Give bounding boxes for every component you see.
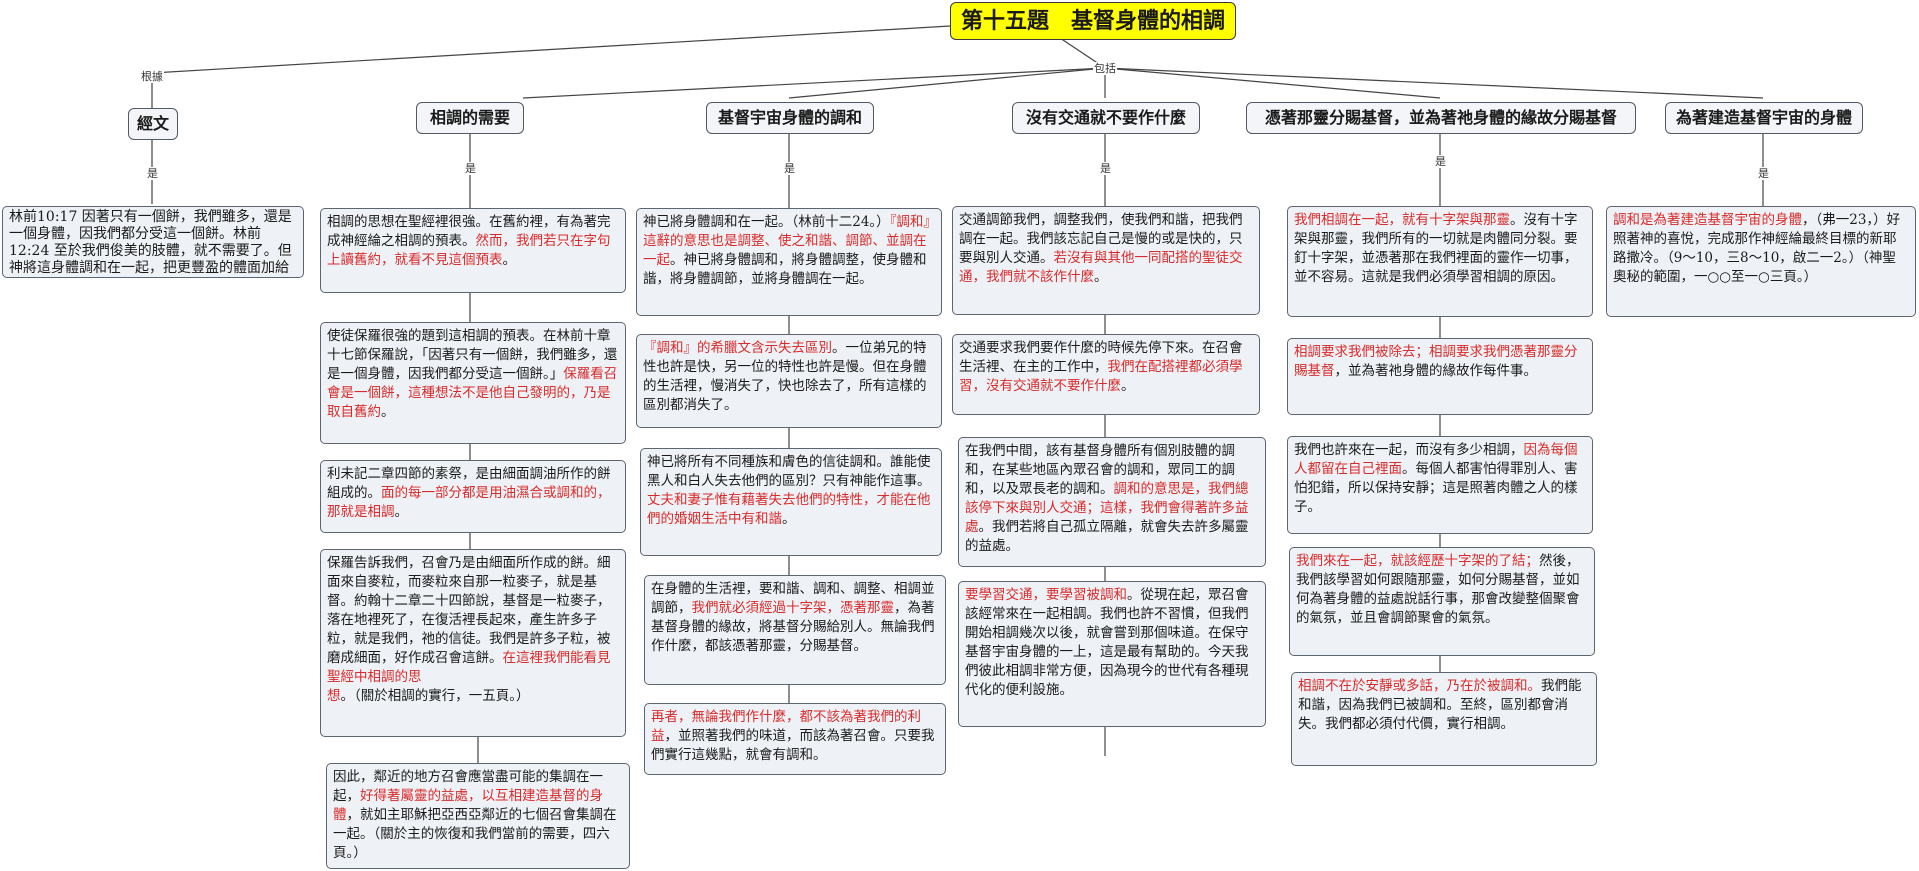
branch-scripture: 經文 (128, 108, 178, 140)
content-node: 相調不在於安靜或多話，乃在於被調和。我們能和諧，因為我們已被調和。至終，區別都會… (1291, 672, 1597, 766)
content-node: 交通要求我們要作什麼的時候先停下來。在召會生活裡、在主的工作中，我們在配搭裡都必… (952, 334, 1260, 415)
edge-label-is: 是 (464, 162, 477, 175)
content-node: 要學習交通，要學習被調和。從現在起，眾召會該經常來在一起相調。我們也許不習慣，但… (958, 581, 1266, 727)
content-node: 因此，鄰近的地方召會應當盡可能的集調在一起，好得著屬靈的益處，以互相建造基督的身… (326, 763, 630, 869)
content-node: 我們也許來在一起，而沒有多少相調，因為每個人都留在自己裡面。每個人都害怕得罪別人… (1287, 436, 1593, 534)
edge-label-basis: 根據 (140, 70, 164, 83)
content-node: 交通調節我們，調整我們，使我們和諧，把我們調在一起。我們該忘記自己是慢的或是快的… (952, 206, 1260, 315)
content-node: 相調的思想在聖經裡很強。在舊約裡，有為著完成神經綸之相調的預表。然而，我們若只在… (320, 208, 626, 293)
content-node: 在我們中間，該有基督身體所有個別肢體的調和，在某些地區內眾召會的調和，眾同工的調… (958, 437, 1266, 567)
branch-no-fellowship-no-action: 沒有交通就不要作什麼 (1012, 102, 1200, 134)
edge-label-is: 是 (783, 162, 796, 175)
content-node: 使徒保羅很強的題到這相調的預表。在林前十章十七節保羅說，「因著只有一個餅，我們雖… (320, 322, 626, 444)
content-node: 『調和』的希臘文含示失去區別。一位弟兄的特性也許是快，另一位的特性也許是慢。但在… (636, 334, 942, 428)
branch-need-for-blending: 相調的需要 (416, 102, 524, 134)
branch-building-universal-body: 為著建造基督宇宙的身體 (1665, 102, 1863, 134)
content-node: 保羅告訴我們，召會乃是由細面所作成的餅。細面來自麥粒，而麥粒來自那一粒麥子，就是… (320, 549, 626, 737)
edge-label-include: 包括 (1093, 62, 1117, 75)
content-node: 我們相調在一起，就有十字架與那靈。沒有十字架與那靈，我們所有的一切就是肉體同分裂… (1287, 206, 1593, 317)
content-node: 在身體的生活裡，要和諧、調和、調整、相調並調節，我們就必須經過十字架，憑著那靈，… (644, 575, 946, 685)
edge-label-is: 是 (146, 167, 159, 180)
diagram-title: 第十五題 基督身體的相調 (950, 2, 1237, 40)
edge-label-is: 是 (1099, 162, 1112, 175)
branch-blending-universal-body: 基督宇宙身體的調和 (706, 102, 874, 134)
content-node: 調和是為著建造基督宇宙的身體，（弗一23，）好照著神的喜悅，完成那作神經綸最終目… (1606, 206, 1916, 317)
content-node: 再者，無論我們作什麼，都不該為著我們的利益，並照著我們的味道，而該為著召會。只要… (644, 703, 946, 775)
content-node: 相調要求我們被除去；相調要求我們憑著那靈分賜基督，並為著祂身體的緣故作每件事。 (1287, 338, 1593, 415)
content-node: 林前10:17 因著只有一個餅，我們雖多，還是一個身體，因我們都分受這一個餅。林… (2, 206, 304, 278)
content-node: 神已將所有不同種族和膚色的信徒調和。誰能使黑人和白人失去他們的區別？只有神能作這… (640, 448, 942, 556)
edge-label-is: 是 (1757, 167, 1770, 180)
content-node: 我們來在一起，就該經歷十字架的了結；然後，我們該學習如何跟隨那靈，如何分賜基督，… (1289, 547, 1595, 656)
content-node: 神已將身體調和在一起。（林前十二24。）『調和』這辭的意思也是調整、使之和諧、調… (636, 208, 942, 316)
branch-dispensing-christ: 憑著那靈分賜基督，並為著祂身體的緣故分賜基督 (1246, 102, 1636, 134)
edge-label-is: 是 (1434, 155, 1447, 168)
content-node: 利未記二章四節的素祭，是由細面調油所作的餅組成的。面的每一部分都是用油濕合或調和… (320, 460, 626, 533)
